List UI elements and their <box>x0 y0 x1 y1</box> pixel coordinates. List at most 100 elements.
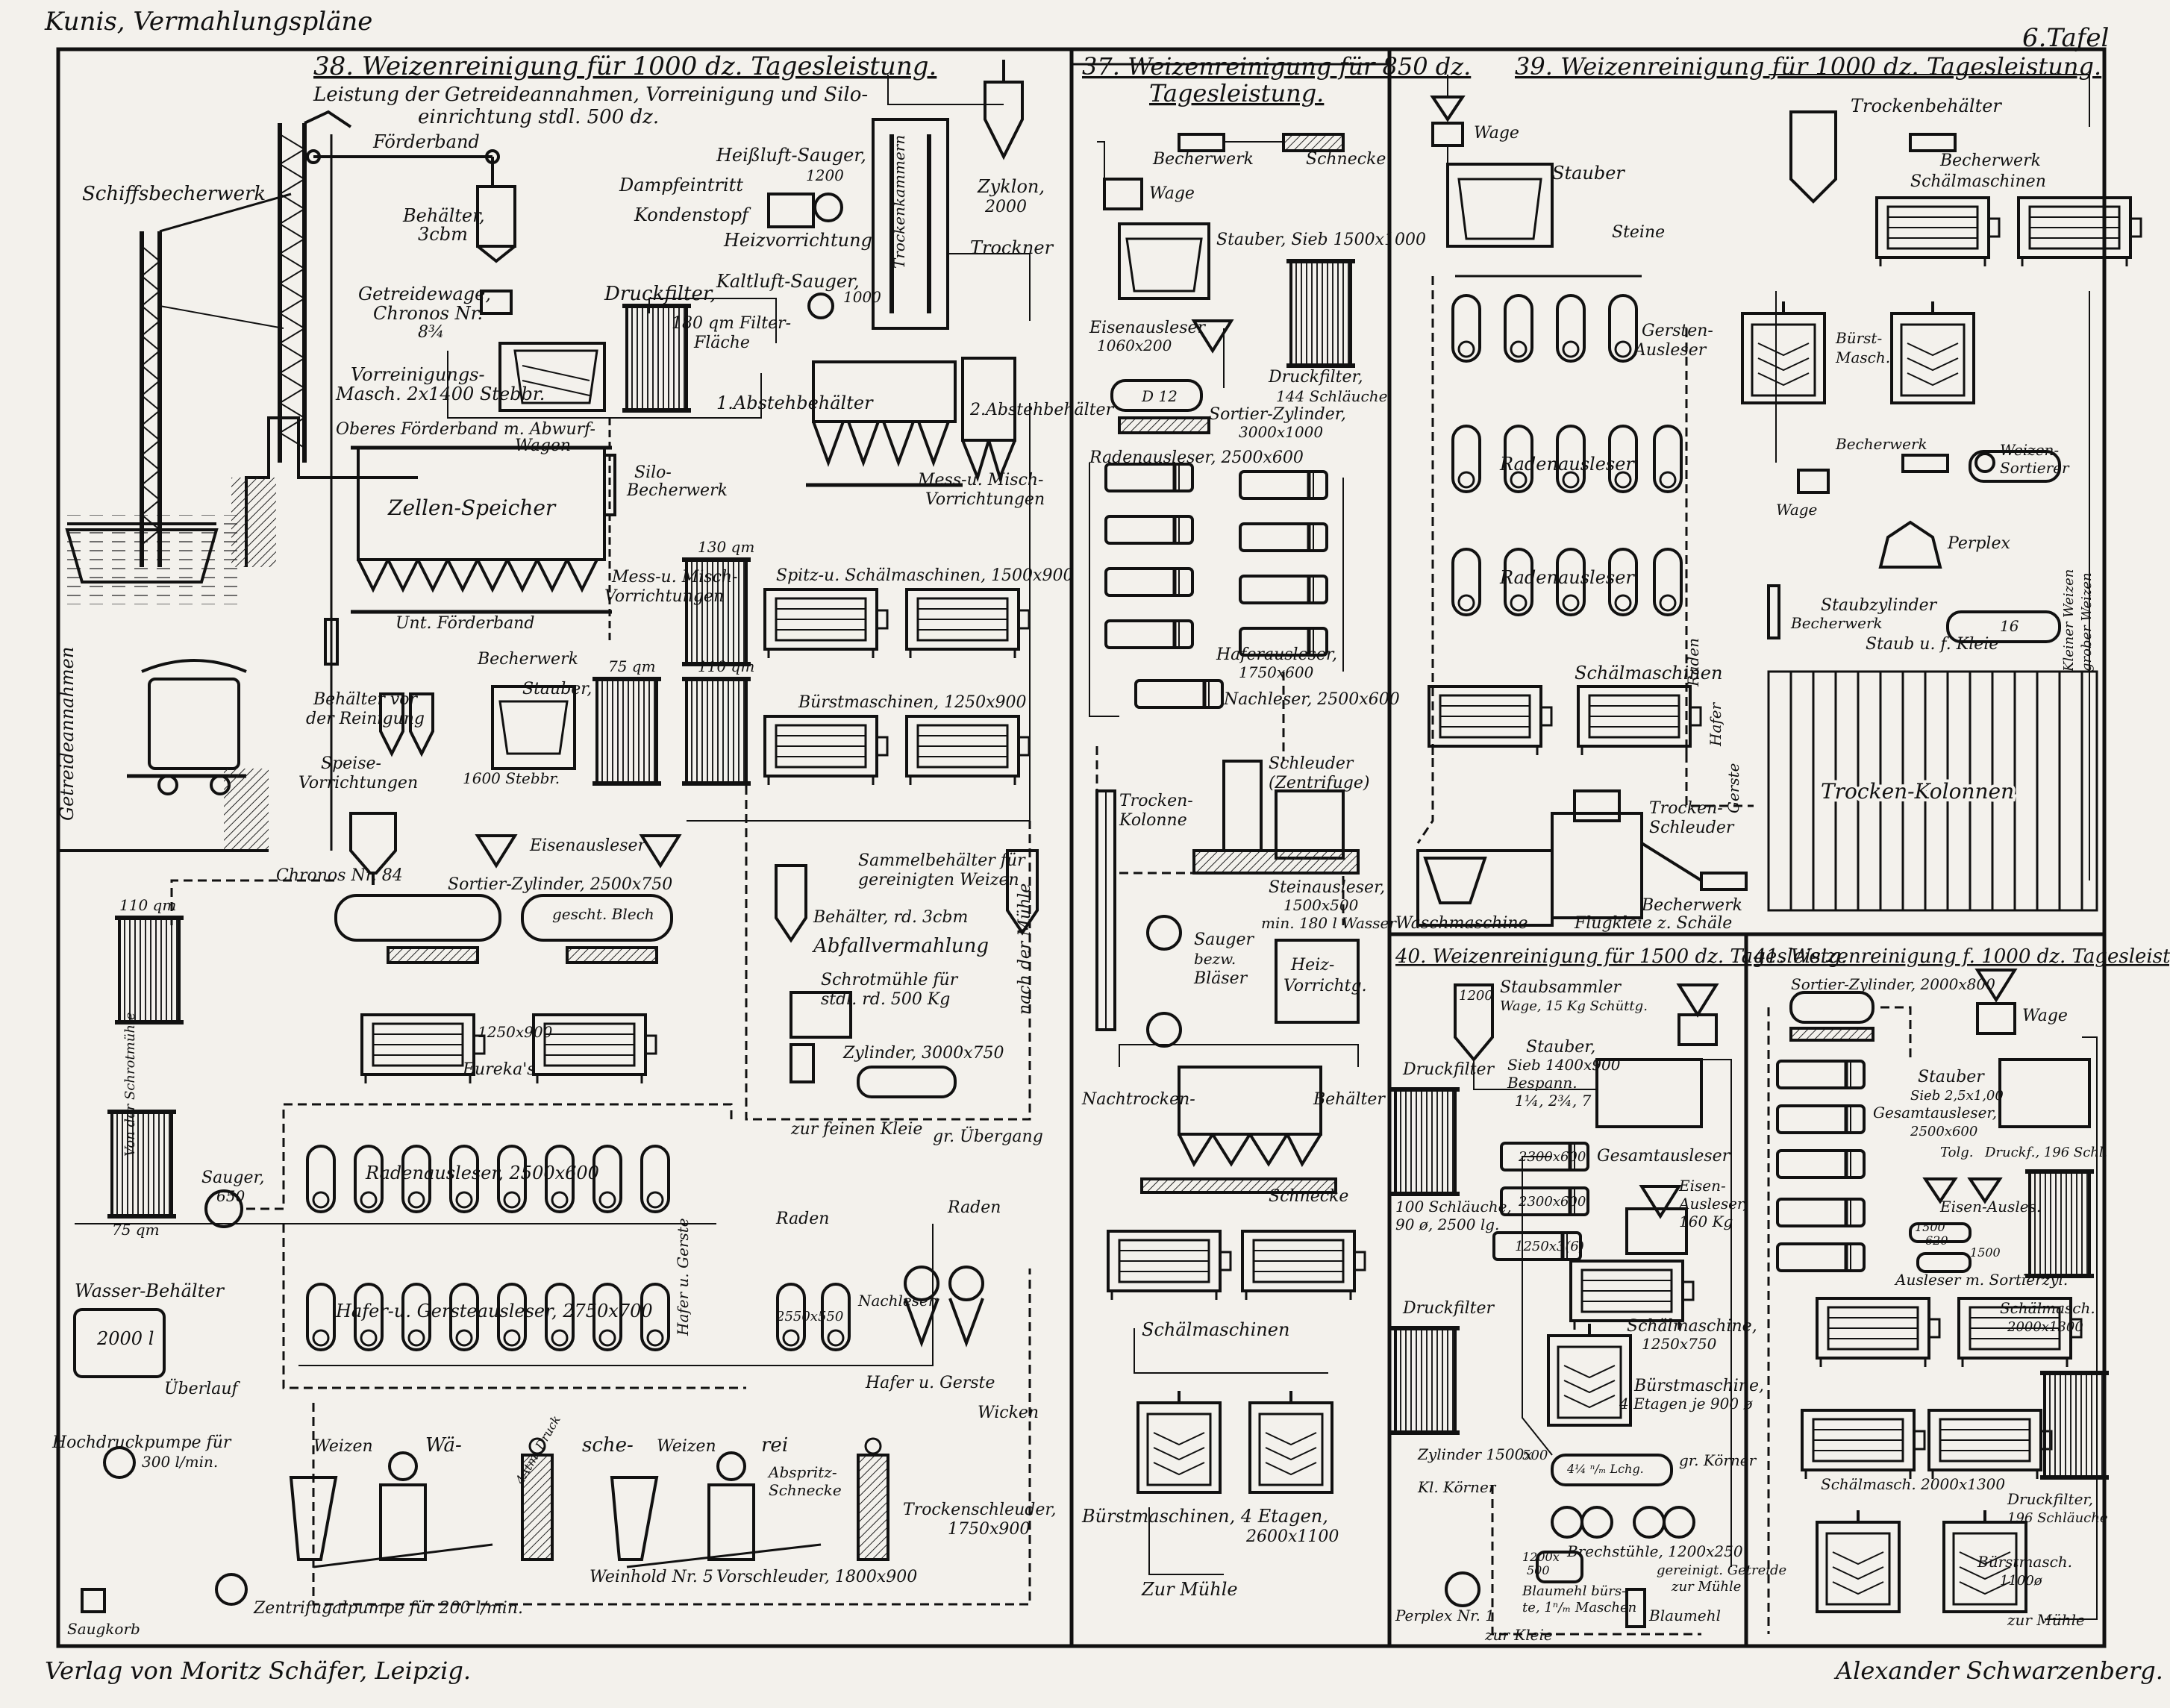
lbl-schrotmuehle-2: stdl. rd. 500 Kg <box>821 990 950 1009</box>
panel-38 <box>60 60 1039 1613</box>
lbl-sauger-mm: 650 <box>216 1187 245 1205</box>
p40-zylinder-2: 500 <box>1522 1448 1548 1463</box>
lbl-speise-2: Vorrichtungen <box>298 774 418 792</box>
p37-stein-size: 1500x500 <box>1283 896 1359 914</box>
p39-grober-weizen: grober Weizen <box>2079 572 2095 672</box>
p39-raden: Raden <box>1684 638 1702 687</box>
lbl-sortier: Sortier-Zylinder, 2500x750 <box>448 875 672 894</box>
lbl-von-der: Von der Schrotmühle <box>122 1013 138 1157</box>
p40-perplex: Perplex Nr. 1 <box>1395 1607 1495 1624</box>
p39-weizen-sortierer: Weizen- <box>2000 441 2059 459</box>
lbl-qm130: 130 qm <box>698 538 754 556</box>
p41-tolg: Tolg. <box>1940 1145 1973 1160</box>
p37-zur-muehle: Zur Mühle <box>1141 1579 1238 1600</box>
p39-gersten: Gersten- <box>1642 322 1713 340</box>
p40-lochung: 4¼ ⁿ/ₘ Lchg. <box>1566 1462 1644 1476</box>
p40-zylinder: Zylinder 1500x <box>1417 1445 1533 1463</box>
p40-mm1200: 1200 <box>1459 988 1493 1004</box>
lbl-kondenstopf: Kondenstopf <box>634 204 751 225</box>
p37-d12: D 12 <box>1141 387 1178 405</box>
p39-radenausleser-2: Radenausleser <box>1499 567 1635 588</box>
p37-steinausleser: Steinausleser, <box>1269 878 1385 897</box>
lbl-trockenkammern: Trockenkammern <box>890 135 908 269</box>
lbl-abstehbehaelter-1: 1.Abstehbehälter <box>716 392 874 413</box>
p41-stauber-2: Sieb 2,5x1,00 <box>1910 1088 2004 1104</box>
p39-gerste: Gerste <box>1725 763 1742 813</box>
lbl-unt-foerderband: Unt. Förderband <box>395 614 534 633</box>
header-left: Kunis, Vermahlungspläne <box>44 7 372 37</box>
p40-schaelmaschine: Schälmaschine, <box>1627 1317 1757 1336</box>
lbl-zylinder: Zylinder, 3000x750 <box>842 1044 1004 1063</box>
lbl-druckfilter: Druckfilter, <box>604 283 716 305</box>
footer-right: Alexander Schwarzenberg. <box>1833 1657 2163 1685</box>
lbl-abfall: Abfallvermahlung <box>812 935 989 957</box>
p39-becherwerk-2: Becherwerk <box>1835 435 1927 453</box>
p40-zur-muehle: zur Mühle <box>1671 1579 1741 1595</box>
lbl-eurekas: Eureka's <box>462 1060 536 1079</box>
p41-buerstmasch: Bürstmasch. <box>1977 1553 2072 1571</box>
p41-druckfilter: Druckfilter, <box>2007 1490 2093 1508</box>
lbl-eisenausleser: Eisenausleser <box>529 836 647 855</box>
lbl-silo-becherwerk-2: Becherwerk <box>626 481 728 500</box>
p39-gersten-2: Ausleser <box>1633 341 1707 360</box>
p41-buerst-size: 1100ø <box>2000 1573 2043 1589</box>
p37-sortier: Sortier-Zylinder, <box>1209 405 1346 424</box>
lbl-kaltluft: Kaltluft-Sauger, <box>716 271 860 292</box>
lbl-becherwerk: Becherwerk <box>477 650 578 669</box>
p39-kleiner-weizen: Kleiner Weizen <box>2061 569 2077 672</box>
p37-heiz: Heiz- <box>1290 956 1334 975</box>
p37-trocken-kolonne-2: Kolonne <box>1119 811 1187 830</box>
p37-becherwerk: Becherwerk <box>1152 150 1254 169</box>
p37-heiz-2: Vorrichtg. <box>1283 977 1367 995</box>
lbl-trockenschleuder: Trockenschleuder, <box>903 1501 1056 1519</box>
lbl-sammel: Sammelbehälter für <box>858 851 1026 870</box>
p37-blaeser: bezw. <box>1194 950 1236 968</box>
p37-behaelter: Behälter <box>1313 1090 1386 1109</box>
p40-brechstuehle: Brechstühle, 1200x250 <box>1566 1542 1743 1560</box>
p37-trocken-kolonne: Trocken- <box>1119 792 1193 810</box>
lbl-druckfilter-flaeche: 180 qm Filter- <box>672 314 791 333</box>
p39-staub-kleie: Staub u. f. Kleie <box>1866 635 1998 654</box>
p41-stauber: Stauber <box>1918 1068 1985 1086</box>
lbl-abspritz-2: Schnecke <box>769 1481 842 1499</box>
lbl-abstehbehaelter-2: 2.Abstehbehälter <box>969 401 1115 419</box>
lbl-zyklon: Zyklon, <box>977 176 1045 197</box>
p40-staubsammler: Staubsammler <box>1500 978 1622 997</box>
lbl-nachleser: Nachleser <box>857 1292 937 1310</box>
lbl-hochdruck: Hochdruckpumpe für <box>51 1433 232 1452</box>
p39-staub-nr: 16 <box>2000 617 2019 635</box>
p39-weizen-sortierer-2: Sortierer <box>2000 459 2070 477</box>
p39-trocken-kolonnen: Trocken-Kolonnen <box>1821 779 2014 804</box>
lbl-schiffsbecherwerk: Schiffsbecherwerk <box>82 183 266 205</box>
p39-buerst: Bürst- <box>1835 329 1882 347</box>
lbl-zur-feinen: zur feinen Kleie <box>790 1120 922 1139</box>
p37-title-2: Tagesleistung. <box>1149 79 1324 107</box>
lbl-silo-becherwerk: Silo- <box>634 463 672 482</box>
p41-s1500c: 1500 <box>1970 1245 2001 1260</box>
lbl-behaelter3: Behälter, rd. 3cbm <box>813 908 968 927</box>
lbl-chronos: Chronos Nr. <box>373 303 483 324</box>
p39-buerst-2: Masch. <box>1835 348 1890 366</box>
p39-becherwerk-3: Becherwerk <box>1790 614 1883 632</box>
lbl-foerderband: Förderband <box>372 131 480 152</box>
p40-s1200b: 500 <box>1527 1563 1550 1577</box>
p40-druckfilter-2: Druckfilter <box>1402 1299 1495 1318</box>
p41-zur-muehle: zur Mühle <box>2007 1611 2085 1629</box>
lbl-eureka-size: 1250x900 <box>478 1023 553 1041</box>
p39-stauber: Stauber <box>1552 163 1625 184</box>
p39-waschmaschine: Waschmaschine <box>1395 914 1528 933</box>
lbl-getreideannahmen: Getreideannahmen <box>57 647 78 821</box>
header-right: 6.Tafel <box>2022 23 2109 53</box>
p41-eisen: Eisen-Ausles. <box>1939 1198 2041 1216</box>
lbl-weinhold: Weinhold Nr. 5 <box>590 1568 713 1586</box>
p37-nachleser: Nachleser, 2500x600 <box>1223 690 1400 709</box>
lbl-behaelter-vor: Behälter vor <box>313 690 419 709</box>
lbl-vorreinigung-2: Masch. 2x1400 Stebbr. <box>335 384 545 404</box>
p41-wage: Wage <box>2022 1007 2068 1025</box>
p40-blaumehl-buerste-2: te, 1ⁿ/ₘ Maschen <box>1522 1600 1636 1615</box>
panel-37 <box>1089 133 1366 1575</box>
p40-stauber: Stauber, <box>1526 1038 1595 1057</box>
p41-druckfilter-2: 196 Schläuche <box>2007 1510 2108 1526</box>
p40-buerstmaschine: Bürstmaschine, <box>1633 1377 1764 1395</box>
p40-schlaeuche: 100 Schläuche, <box>1395 1198 1512 1216</box>
